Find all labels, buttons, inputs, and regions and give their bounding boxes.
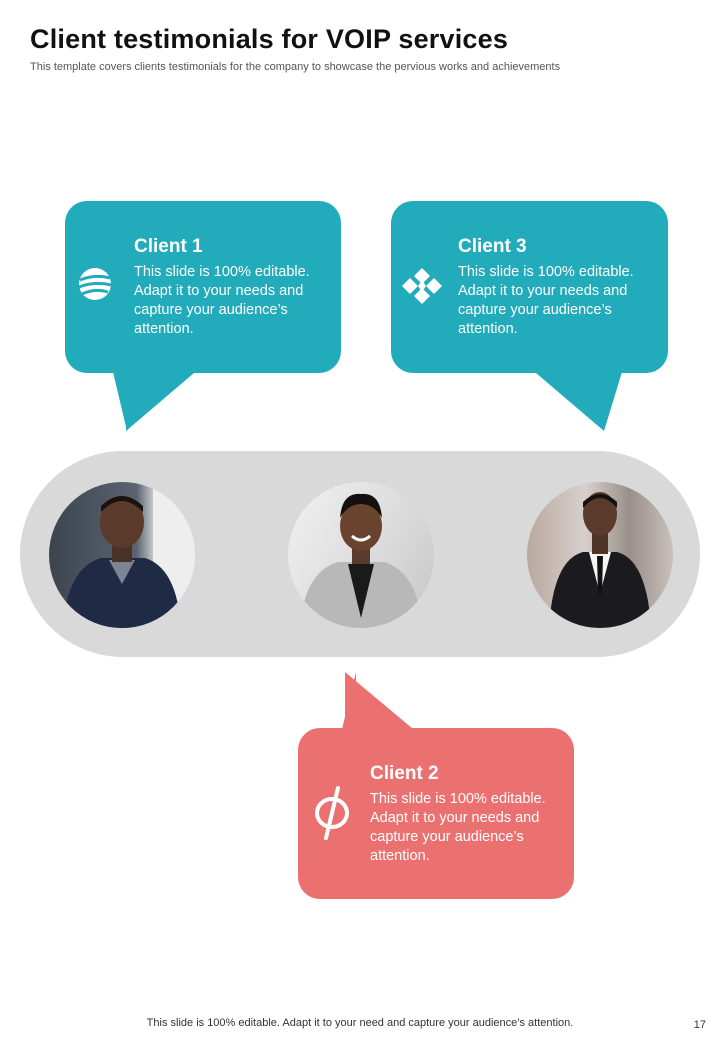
- speech-tail-edge: [604, 372, 622, 431]
- diamond-cluster-icon: [400, 266, 444, 311]
- globe-icon: [76, 265, 114, 308]
- client-3-photo: [527, 482, 673, 628]
- page-number: 17: [693, 1019, 706, 1031]
- speech-tail: [126, 373, 194, 431]
- testimonial-bubble-client-1: Client 1 This slide is 100% editable. Ad…: [65, 201, 341, 431]
- phi-symbol-icon: [312, 786, 352, 845]
- client-name: Client 2: [370, 763, 439, 784]
- speech-tail: [536, 373, 604, 431]
- client-1-photo: [49, 482, 195, 628]
- client-name: Client 1: [134, 236, 203, 257]
- testimonial-bubble-client-3: Client 3 This slide is 100% editable. Ad…: [391, 201, 668, 431]
- testimonial-text: This slide is 100% editable. Adapt it to…: [134, 264, 310, 337]
- page-title: Client testimonials for VOIP services: [30, 24, 509, 54]
- testimonial-bubble-client-2: Client 2 This slide is 100% editable. Ad…: [298, 672, 574, 899]
- footer-note: This slide is 100% editable. Adapt it to…: [146, 1017, 574, 1029]
- client-name: Client 3: [458, 236, 527, 257]
- speech-tail-edge: [113, 372, 127, 431]
- testimonial-text: This slide is 100% editable. Adapt it to…: [370, 791, 546, 864]
- page-subtitle: This template covers clients testimonial…: [30, 61, 561, 73]
- client-2-photo: [288, 482, 434, 628]
- speech-tail: [345, 672, 413, 729]
- speech-tail-edge: [342, 672, 356, 729]
- testimonial-text: This slide is 100% editable. Adapt it to…: [458, 264, 634, 337]
